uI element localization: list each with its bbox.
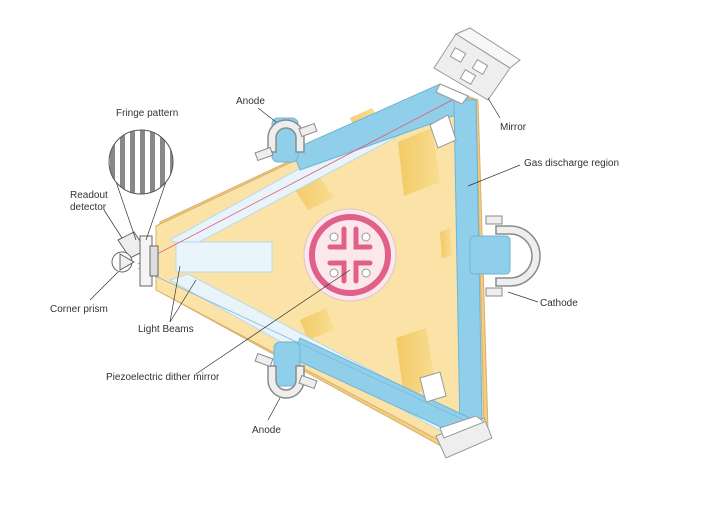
label-readout-line1: Readout xyxy=(70,190,108,201)
label-fringe-pattern: Fringe pattern xyxy=(116,108,178,119)
label-corner-prism: Corner prism xyxy=(50,304,108,315)
light-beams xyxy=(137,97,465,421)
light-beam-red xyxy=(137,97,457,265)
label-anode-bottom: Anode xyxy=(252,425,281,436)
label-cathode: Cathode xyxy=(540,298,578,309)
leader-lines xyxy=(89,97,539,421)
piezo-dither-mirror xyxy=(303,208,397,302)
readout-detector xyxy=(117,231,159,287)
label-readout-line2: detector xyxy=(70,202,107,213)
corner-block-top xyxy=(429,114,457,149)
gas-discharge-region xyxy=(271,83,511,437)
anode-bottom xyxy=(254,352,318,399)
fringe-pattern xyxy=(108,129,174,241)
light-beam-blue xyxy=(137,267,465,421)
bottom-mirror-assembly xyxy=(435,415,493,459)
anode-top xyxy=(254,119,318,162)
label-light-beams: Light Beams xyxy=(138,324,194,335)
dither-window xyxy=(175,241,273,273)
label-mirror: Mirror xyxy=(500,122,527,133)
mirror-assembly xyxy=(433,27,521,105)
label-anode-top: Anode xyxy=(236,96,265,107)
label-gas-discharge: Gas discharge region xyxy=(524,158,619,169)
corner-block-bottom xyxy=(419,371,447,403)
labels: Fringe pattern Readout detector Corner p… xyxy=(50,96,619,436)
corner-prism xyxy=(111,251,136,273)
label-piezo-mirror: Piezoelectric dither mirror xyxy=(106,372,220,383)
cathode xyxy=(485,215,541,297)
